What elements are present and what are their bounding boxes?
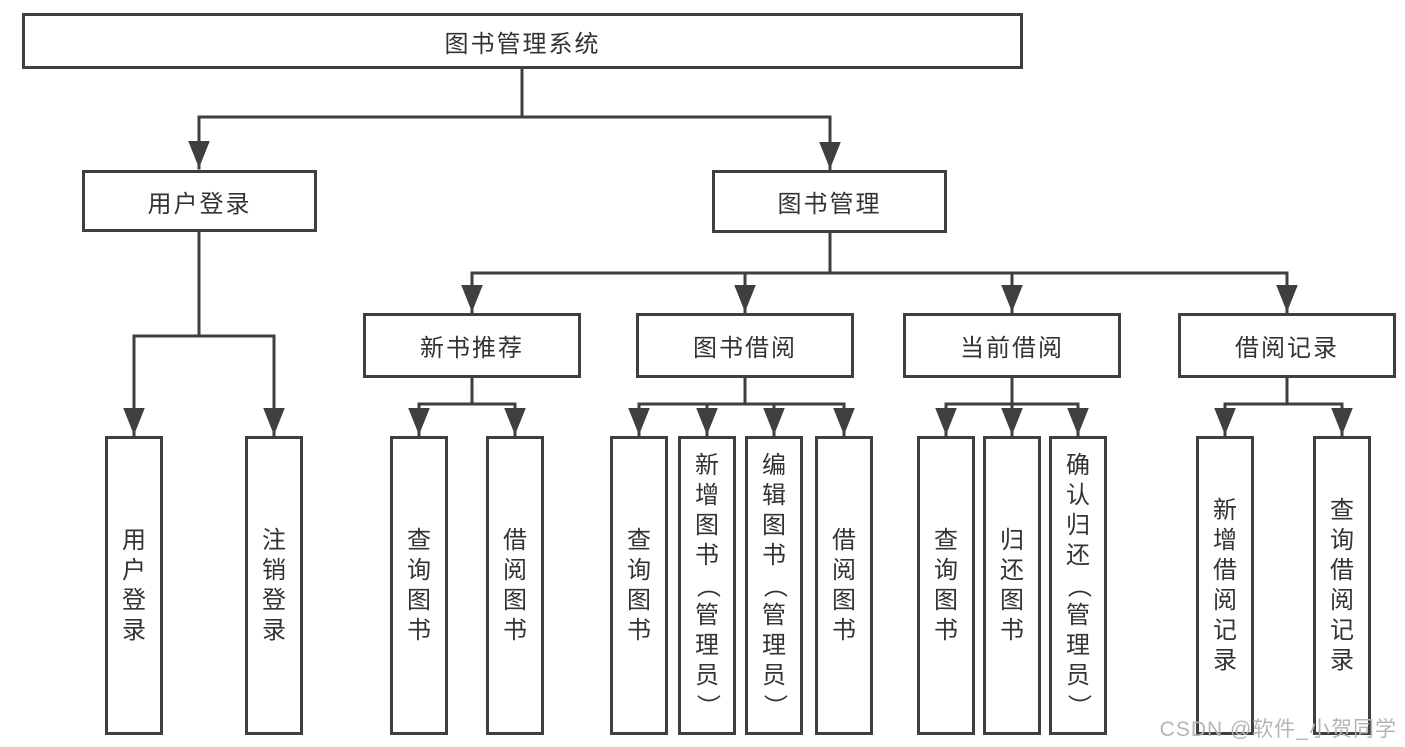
- node-login-user: 用户登录: [105, 436, 163, 735]
- connector-root-to-level2: [188, 67, 841, 171]
- connector-book-management-children: [461, 231, 1298, 314]
- node-book-management: 图书管理: [712, 170, 947, 233]
- node-records-query-record: 查询借阅记录: [1313, 436, 1371, 735]
- node-borrow-add-books-admin: 新增图书（管理员）: [678, 436, 736, 735]
- connector-borrow-records-children: [1214, 376, 1353, 437]
- node-current-query-books: 查询图书: [917, 436, 975, 735]
- node-rec-query-books: 查询图书: [390, 436, 448, 735]
- node-records-add-record: 新增借阅记录: [1196, 436, 1254, 735]
- node-current-borrow: 当前借阅: [903, 313, 1121, 378]
- node-book-borrow: 图书借阅: [636, 313, 854, 378]
- connector-current-borrow-children: [935, 376, 1089, 437]
- node-borrow-records: 借阅记录: [1178, 313, 1396, 378]
- connector-user-login-children: [123, 230, 285, 437]
- node-current-return-books: 归还图书: [983, 436, 1041, 735]
- node-borrow-query-books: 查询图书: [610, 436, 668, 735]
- node-new-book-recommend: 新书推荐: [363, 313, 581, 378]
- node-current-confirm-return-admin: 确认归还（管理员）: [1049, 436, 1107, 735]
- node-borrow-edit-books-admin: 编辑图书（管理员）: [745, 436, 803, 735]
- connector-new-book-recommend-children: [408, 376, 526, 437]
- node-rec-borrow-books: 借阅图书: [486, 436, 544, 735]
- node-root: 图书管理系统: [22, 13, 1023, 69]
- node-borrow-borrow-books: 借阅图书: [815, 436, 873, 735]
- node-user-login: 用户登录: [82, 170, 317, 232]
- connector-book-borrow-children: [628, 376, 855, 437]
- csdn-watermark: CSDN @软件_小贺同学: [1159, 718, 1397, 741]
- node-login-logout: 注销登录: [245, 436, 303, 735]
